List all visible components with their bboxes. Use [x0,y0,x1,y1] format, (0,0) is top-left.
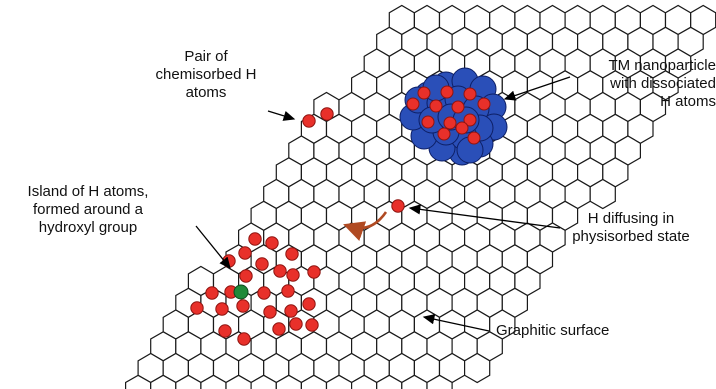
island-h-atom [307,265,321,279]
hydroxyl-group [233,284,249,300]
island-h-atom [190,301,204,315]
pointer-graphitic-surface [422,314,490,332]
hexagon-cell [325,374,353,389]
tm-nanoparticle [399,67,508,166]
island-h-atom [289,317,303,331]
label-graphitic-surface: Graphitic surface [496,322,646,340]
label-line: H diffusing in [587,210,675,227]
hexagon-cell [124,374,152,389]
hexagon-cell [175,374,202,389]
hexagon-cell [376,374,403,389]
island-h-atom [263,305,277,319]
island-h-atom [285,247,299,261]
island-h-atom [205,286,219,300]
label-h-diffusing: H diffusing in physisorbed state [558,210,704,246]
island-h-atom [248,232,262,246]
hexagon-cell [250,374,277,389]
dissociated-h-atom [440,85,454,99]
pointer-arrows [195,76,571,332]
label-line: hydroxyl group [38,219,138,236]
hexagon-cell [225,374,252,389]
hydrogen-atoms [190,107,405,346]
label-line: Pair of [184,48,228,65]
dissociated-h-atom [463,113,477,127]
dissociated-h-atom [417,86,431,100]
island-h-atom [238,246,252,260]
island-h-atom [265,236,279,250]
label-line: Island of H atoms, [27,183,149,200]
dissociated-h-atom [429,99,443,113]
label-tm-nanoparticle: TM nanoparticle with dissociated H atoms [564,57,716,111]
dissociated-h-atom [443,116,457,130]
dissociated-h-atom [455,121,469,135]
hexagon-cell [351,374,378,389]
label-line: physisorbed state [572,228,690,245]
island-h-atom [236,299,250,313]
hexagon-cell [300,374,328,389]
island-h-atom [272,322,286,336]
pointer-hydrogen-island [195,225,231,270]
island-h-atom [237,332,251,346]
hexagon-cell [426,374,453,389]
label-line: H atoms [660,93,716,110]
dissociated-h-atom [406,97,420,111]
island-h-atom [302,297,316,311]
island-h-atom [286,268,300,282]
physisorbed-h-atom [391,199,405,213]
dissociated-h-atom [451,100,465,114]
hexagon-cell [150,374,177,389]
pointer-tm-nanoparticle [503,76,571,101]
dissociated-h-atom [477,97,491,111]
hexagon-cell [200,374,227,389]
island-h-atom [284,304,298,318]
island-h-atom [215,302,229,316]
diffusion-arrow [343,211,388,241]
dissociated-h-atom [421,115,435,129]
label-line: Graphitic surface [496,322,610,339]
label-line: TM nanoparticle [608,57,716,74]
pointer-chemisorbed-pair [267,110,296,121]
island-h-atom [273,264,287,278]
island-h-atom [281,284,295,298]
hexagon-cell [589,178,616,210]
label-hydrogen-island: Island of H atoms, formed around a hydro… [0,183,176,237]
hexagon-cell [401,374,428,389]
dissociated-h-atom [437,127,451,141]
label-line: formed around a [32,201,144,218]
label-line: atoms [185,84,227,101]
dissociated-h-atom [463,87,477,101]
island-h-atom [239,269,253,283]
island-h-atom [305,318,319,332]
label-line: with dissociated [610,75,716,92]
hexagon-cell [464,352,491,384]
label-line: chemisorbed H [155,66,257,83]
label-chemisorbed-pair: Pair of chemisorbed H atoms [136,48,276,102]
island-h-atom [255,257,269,271]
chemisorbed-h-atom [320,107,334,121]
hexagon-cell [275,374,302,389]
island-h-atom [257,286,271,300]
dissociated-h-atom [467,131,481,145]
chemisorbed-h-atom [302,114,316,128]
pointer-h-diffusing [408,204,561,229]
island-h-atom [218,324,232,338]
